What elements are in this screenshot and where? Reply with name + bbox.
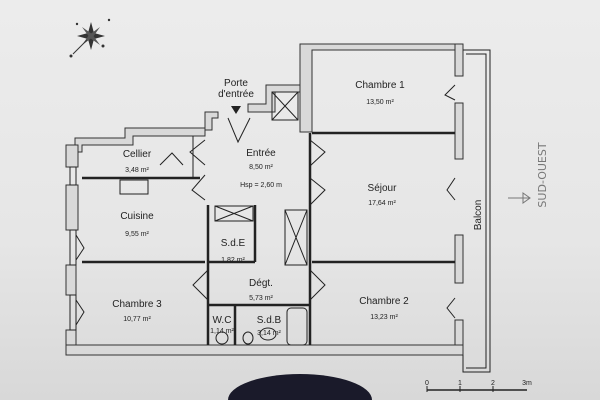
room-area: 8,50 m² xyxy=(249,164,273,171)
entrance-label-1: Porte xyxy=(224,78,248,89)
room-name: Dégt. xyxy=(249,278,273,289)
scale-tick: 3m xyxy=(522,380,532,387)
room-area: 9,55 m² xyxy=(125,231,149,238)
room-area: 13,23 m² xyxy=(370,314,398,321)
partitions xyxy=(75,84,456,346)
arrow-icon xyxy=(508,192,531,204)
room-name: S.d.B xyxy=(257,315,282,326)
scale-tick: 2 xyxy=(491,380,495,387)
orientation-note: SUD-OUEST xyxy=(536,142,549,207)
ceiling-height: Hsp = 2,60 m xyxy=(240,182,282,189)
room-name: Chambre 3 xyxy=(112,299,162,310)
room-area: 1,82 m² xyxy=(221,257,245,264)
room-area: 5,73 m² xyxy=(249,295,273,302)
room-area: 10,77 m² xyxy=(123,316,151,323)
shadow xyxy=(228,374,372,400)
room-name: Entrée xyxy=(246,148,276,159)
room-name: Cuisine xyxy=(120,211,154,222)
compass-rose-icon xyxy=(69,18,111,58)
room-name: Séjour xyxy=(368,183,398,194)
room-area: 3,14 m² xyxy=(257,330,281,337)
walls xyxy=(65,43,491,373)
room-name: W.C xyxy=(213,315,232,326)
room-name: Cellier xyxy=(123,149,152,160)
room-area: 17,64 m² xyxy=(368,200,396,207)
entrance-label-2: d'entrée xyxy=(218,89,254,100)
room-area: 1,14 m² xyxy=(210,328,234,335)
scale-tick: 0 xyxy=(425,380,429,387)
room-name: Chambre 1 xyxy=(355,80,405,91)
room-area: 13,50 m² xyxy=(366,99,394,106)
room-name: S.d.E xyxy=(221,238,246,249)
scale-bar: 0 1 2 3m xyxy=(425,380,532,392)
entrance-arrow-icon xyxy=(231,106,241,114)
room-name: Chambre 2 xyxy=(359,296,409,307)
room-name: Balcon xyxy=(473,200,484,231)
scale-tick: 1 xyxy=(458,380,462,387)
room-area: 3,48 m² xyxy=(125,167,149,174)
